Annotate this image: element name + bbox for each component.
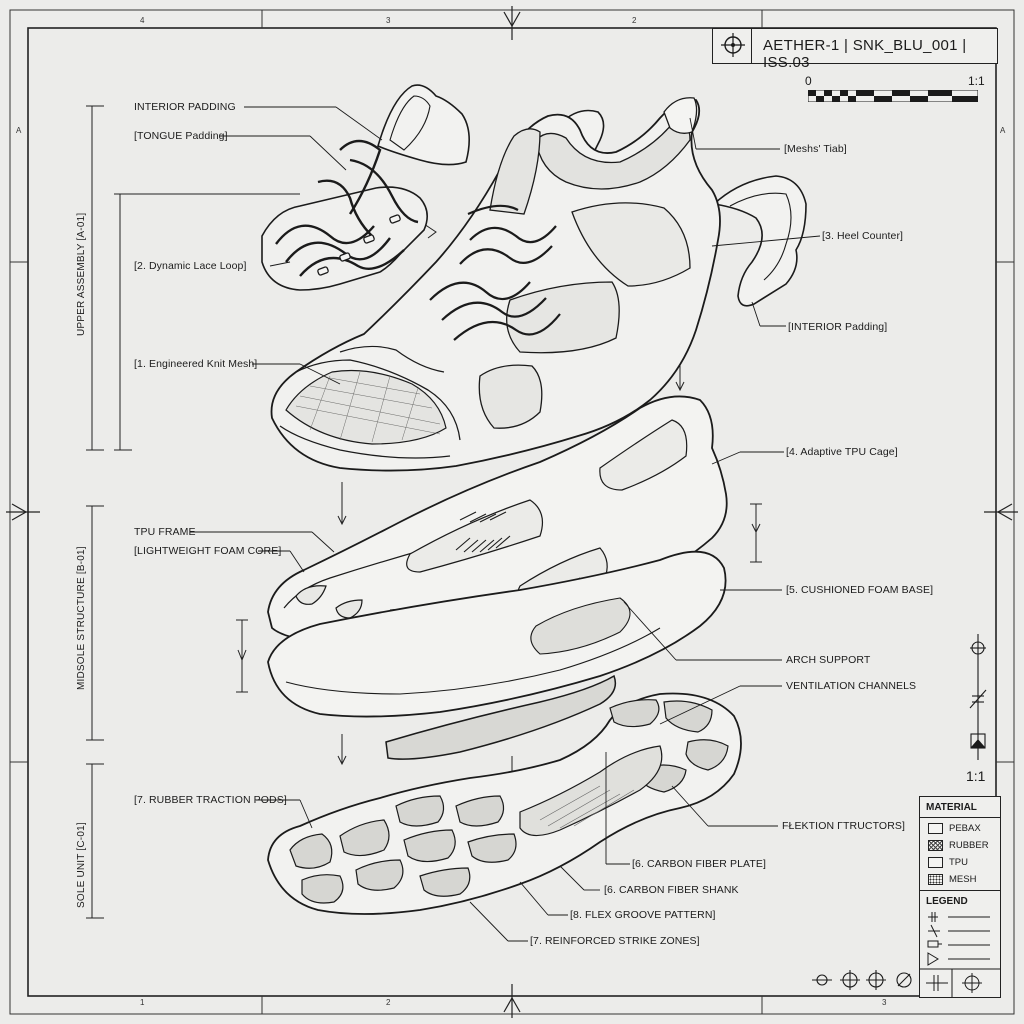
legend-key: LEGEND: [919, 890, 1001, 998]
material-name: PEBAX: [949, 823, 981, 834]
section-midsole-label: MIDSOLE STRUCTURE [B-01]: [76, 546, 87, 690]
callout-adaptive-tpu-cage: [4. Adaptive TPU Cage]: [786, 446, 898, 458]
material-key: MATERIAL PEBAX RUBBER TPU MESH: [919, 796, 1001, 898]
callout-engineered-knit-mesh: [1. Engineered Knit Mesh]: [134, 358, 258, 370]
legend-title: LEGEND: [926, 896, 968, 907]
heel-counter-part: [712, 175, 807, 307]
lace-loop-part: [261, 139, 428, 291]
material-name: TPU: [949, 857, 968, 868]
material-name: RUBBER: [949, 840, 989, 851]
callout-lightweight-foam-core: [LIGHTWEIGHT FOAM CORE]: [134, 545, 282, 557]
callout-tongue-padding: [TONGUE Padding]: [134, 130, 228, 142]
legend-symbols: [920, 912, 1000, 997]
material-row-mesh: MESH: [928, 874, 976, 885]
pebax-swatch: [928, 823, 943, 834]
callout-meshs-tab: [Meshs' Tiab]: [784, 143, 847, 155]
tongue-padding-part: [377, 84, 470, 166]
upper-shoe-part: [270, 97, 721, 472]
zone-top-4: 4: [140, 16, 145, 25]
zone-bottom-1: 1: [140, 998, 145, 1007]
material-title: MATERIAL: [926, 802, 977, 813]
callout-interior-padding-right: [INTERIOR Padding]: [788, 321, 888, 333]
callout-dynamic-lace-loop: [2. Dynamic Lace Loop]: [134, 260, 247, 272]
material-name: MESH: [949, 874, 977, 885]
section-sole-label: SOLE UNIT [C-01]: [76, 822, 87, 908]
rubber-swatch: [928, 840, 943, 851]
tpu-swatch: [928, 857, 943, 868]
callout-rubber-traction-pods: [7. RUBBER TRACTION PODS]: [134, 794, 287, 806]
outsole-part: [267, 692, 742, 915]
zone-bottom-3: 3: [882, 998, 887, 1007]
material-row-rubber: RUBBER: [928, 840, 989, 851]
crosshair-icon: [721, 33, 745, 57]
side-scale-label: 1:1: [966, 768, 986, 784]
zone-top-3: 3: [386, 16, 391, 25]
callout-heel-counter: [3. Heel Counter]: [822, 230, 904, 242]
callout-interior-padding-top: INTERIOR PADDING: [134, 101, 236, 113]
material-row-pebax: PEBAX: [928, 823, 981, 834]
title-block: AETHER-1 | SNK_BLU_001 | ISS.03: [712, 28, 998, 71]
zone-bottom-2: 2: [386, 998, 391, 1007]
zone-right-a: A: [1000, 126, 1006, 135]
callout-flextion-structors: FŁEKTION ΓTRUCTORS]: [782, 820, 905, 832]
mesh-swatch: [928, 874, 943, 885]
scale-zero-label: 0: [805, 74, 812, 88]
carbon-plate-part: [385, 674, 617, 760]
drawing-title: AETHER-1 | SNK_BLU_001 | ISS.03: [763, 37, 967, 71]
scale-ratio-label: 1:1: [968, 74, 985, 88]
callout-ventilation-channels: VENTILATION CHANNELS: [786, 680, 917, 692]
foam-base-part: [267, 550, 727, 718]
scale-bar: [808, 90, 978, 102]
callout-cushioned-foam-base: [5. CUSHIONED FOAM BASE]: [786, 584, 934, 596]
callout-flex-groove-pattern: [8. FLEX GROOVE PATTERN]: [570, 909, 716, 921]
material-row-tpu: TPU: [928, 857, 968, 868]
callout-arch-support: ARCH SUPPORT: [786, 654, 871, 666]
zone-left-a: A: [16, 126, 22, 135]
zone-top-2: 2: [632, 16, 637, 25]
callout-tpu-frame: TPU FRAME: [134, 526, 196, 538]
callout-reinforced-strike-zones: [7. REINFORCED STRIKE ZONES]: [530, 935, 700, 947]
callout-carbon-fiber-plate: [6. CARBON FIBER PLATE]: [632, 858, 766, 870]
section-upper-label: UPPER ASSEMBLY [A-01]: [76, 212, 87, 336]
callout-carbon-fiber-shank: [6. CARBON FIBER SHANK: [604, 884, 739, 896]
